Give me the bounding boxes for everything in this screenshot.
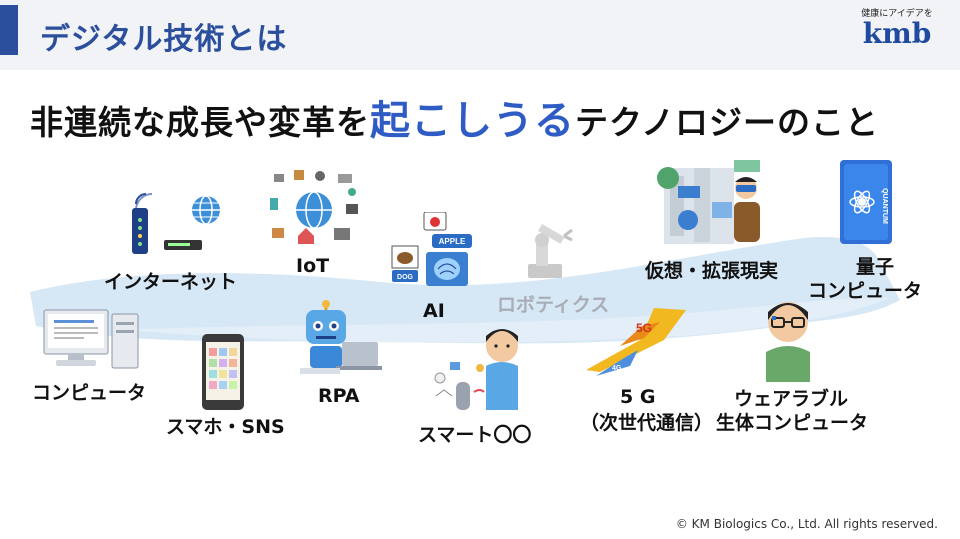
label-smart-xx: スマート〇〇 [418, 424, 532, 446]
label-quantum-line2: コンピュータ [808, 280, 923, 302]
label-rpa: RPA [318, 385, 360, 407]
rpa-robot-icon [300, 300, 382, 374]
label-smartphone-sns: スマホ・SNS [166, 416, 285, 438]
title-accent-bar [0, 5, 18, 55]
desktop-computer-icon [43, 309, 139, 369]
headline-highlight: 起こしうる [370, 98, 575, 144]
router-globe-icon [132, 193, 220, 254]
label-vr-ar: 仮想・拡張現実 [645, 260, 779, 282]
brand-logo-text: kmb [862, 17, 932, 50]
label-computer: コンピュータ [32, 382, 147, 404]
label-iot: IoT [296, 255, 330, 277]
apple-tag-text: APPLE [439, 237, 466, 246]
4g-mark-text: 4G [612, 365, 622, 372]
headline-prefix: 非連続な成長や変革を [30, 103, 370, 142]
ai-recognition-icon: APPLE DOG [391, 212, 472, 286]
5g-mark-text: 5G [636, 321, 652, 335]
smartphone-icon [202, 334, 244, 410]
smart-speaker-person-icon [434, 329, 518, 410]
copyright-notice: © KM Biologics Co., Ltd. All rights rese… [675, 517, 938, 531]
vr-ar-icon [657, 160, 760, 244]
label-wearable-subtitle: 生体コンピュータ [716, 412, 869, 434]
label-ai: AI [423, 300, 445, 322]
5g-signal-icon: 5G 4G [586, 308, 686, 376]
headline-suffix: テクノロジーのこと [575, 103, 880, 142]
label-robotics: ロボティクス [497, 294, 610, 316]
wearable-person-icon [766, 302, 810, 382]
dog-tag-text: DOG [397, 274, 414, 281]
header-bar [0, 0, 960, 70]
slide-title: デジタル技術とは [40, 22, 288, 57]
quantum-tag-text: QUANTUM [881, 188, 888, 224]
robot-arm-icon [528, 224, 573, 278]
label-5g: 5 G [620, 386, 656, 408]
headline: 非連続な成長や変革を起こしうるテクノロジーのこと [30, 88, 930, 146]
brand-logo: 健康にアイデアを kmb [852, 6, 942, 49]
label-wearable: ウェアラブル [734, 388, 849, 410]
brand-tagline: 健康にアイデアを [861, 9, 933, 19]
iot-network-icon [270, 170, 358, 244]
quantum-computer-icon: QUANTUM [840, 160, 892, 244]
label-quantum-line1: 量子 [856, 256, 895, 278]
label-5g-subtitle: （次世代通信） [580, 412, 714, 434]
label-internet: インターネット [104, 271, 238, 293]
